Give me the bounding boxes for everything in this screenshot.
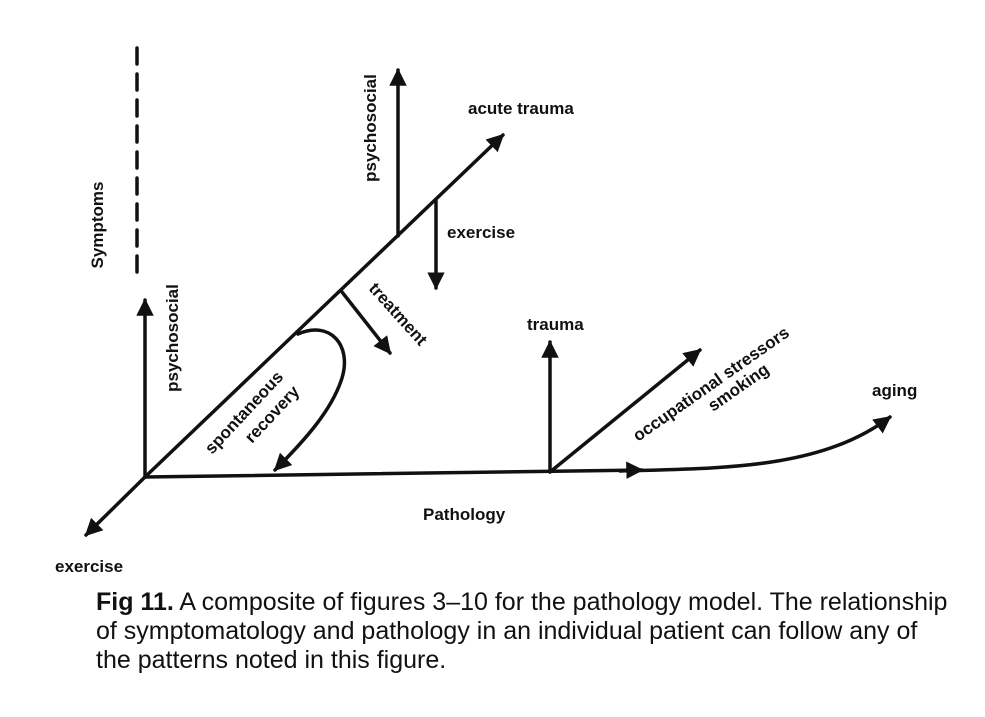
trauma-label: trauma — [527, 315, 584, 334]
pathology-model-diagram: Symptoms psychosocial psychosocial acute… — [55, 46, 917, 576]
spontaneous-recovery-curve — [273, 328, 347, 472]
figure-caption: Fig 11. A composite of figures 3–10 for … — [96, 588, 956, 675]
pathology-axis — [143, 461, 644, 479]
psychosocial-top-label: psychosocial — [361, 74, 380, 182]
aging-label: aging — [872, 381, 917, 400]
exercise-bottom-arrow — [84, 475, 147, 537]
psychosocial-left-label: psychosocial — [163, 284, 182, 392]
exercise-bottom-label: exercise — [55, 557, 123, 576]
symptoms-axis-label: Symptoms — [88, 182, 107, 269]
acute-trauma-label: acute trauma — [468, 99, 574, 118]
caption-text: A composite of figures 3–10 for the path… — [96, 588, 948, 674]
exercise-mid-label: exercise — [447, 223, 515, 242]
treatment-label: treatment — [365, 279, 431, 350]
occupational-stressors-arrow — [548, 348, 702, 474]
treatment-arrow — [340, 290, 392, 355]
aging-curve — [618, 415, 892, 473]
pathology-axis-label: Pathology — [423, 505, 506, 524]
acute-trauma-arrow — [143, 133, 505, 479]
caption-label: Fig 11. — [96, 588, 174, 616]
occupational-stressors-label: occupational stressors — [629, 323, 792, 445]
